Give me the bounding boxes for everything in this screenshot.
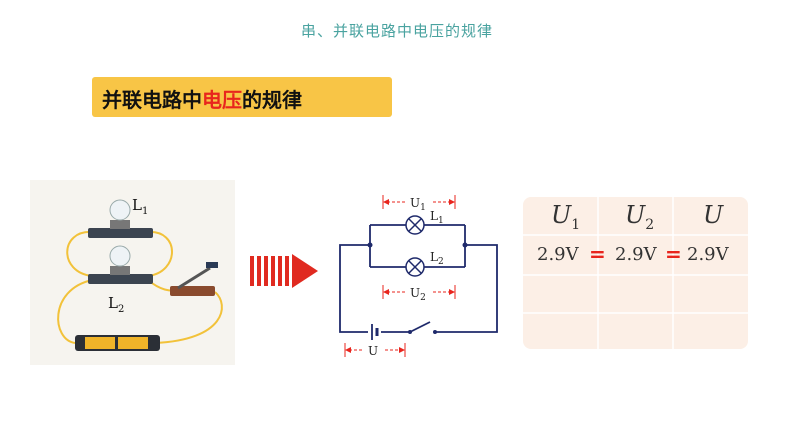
cell-u-value: 2.9V (687, 244, 729, 265)
cell-u1-value: 2.9V (537, 244, 579, 265)
battery-symbol-icon (371, 324, 379, 340)
battery-icon (75, 335, 160, 351)
switch-contact (433, 330, 437, 334)
topic-heading: 并联电路中电压的规律 (102, 84, 302, 113)
cell-u2-value: 2.9V (615, 244, 657, 265)
photo-wire-right-upper (147, 230, 173, 277)
junction-right (462, 242, 468, 248)
header-u1: U1 (551, 201, 581, 233)
topic-suffix: 的规律 (242, 88, 302, 112)
lamp-l2-icon (405, 257, 425, 277)
topic-highlight: 电压 (202, 88, 242, 112)
table-grid (523, 197, 748, 349)
photo-wire-switch-battery (154, 291, 223, 344)
circuit-wires (339, 224, 498, 333)
u-bracket (344, 343, 406, 357)
u-label: U (368, 344, 378, 358)
circuit-photo-illustration: L1 L2 (57, 196, 223, 351)
l1-label: L1 (430, 209, 444, 226)
topic-banner: 并联电路中电压的规律 (92, 77, 392, 117)
l2-label: L2 (430, 250, 444, 267)
header-u: U (703, 201, 724, 229)
bulb-2-icon (88, 245, 153, 284)
photo-wire-left-upper (66, 230, 93, 277)
slide-title: 串、并联电路中电压的规律 (300, 22, 493, 40)
topic-prefix: 并联电路中 (102, 88, 202, 112)
photo-wire-left-lower (57, 279, 93, 344)
knife-switch-icon (170, 262, 218, 296)
photo-label-l2: L2 (108, 294, 124, 315)
photo-label-l1: L1 (132, 196, 148, 217)
u2-bracket (382, 285, 456, 299)
junction-left (367, 242, 373, 248)
circuit-photo: L1 L2 (30, 180, 235, 365)
bulb-1-icon (88, 199, 153, 238)
header-u2: U2 (625, 201, 655, 233)
u2-label: U2 (410, 286, 426, 303)
switch-pivot (408, 330, 412, 334)
u1-bracket (382, 195, 456, 209)
equals-sign-1: = (589, 242, 606, 266)
lamp-l1-icon (405, 215, 425, 235)
u1-label: U1 (410, 196, 426, 213)
voltage-table: U1 U2 U 2.9V = 2.9V = 2.9V (523, 197, 748, 349)
equals-sign-2: = (665, 242, 682, 266)
circuit-diagram: U1 U2 L1 (335, 185, 510, 374)
arrow-icon (250, 254, 320, 292)
